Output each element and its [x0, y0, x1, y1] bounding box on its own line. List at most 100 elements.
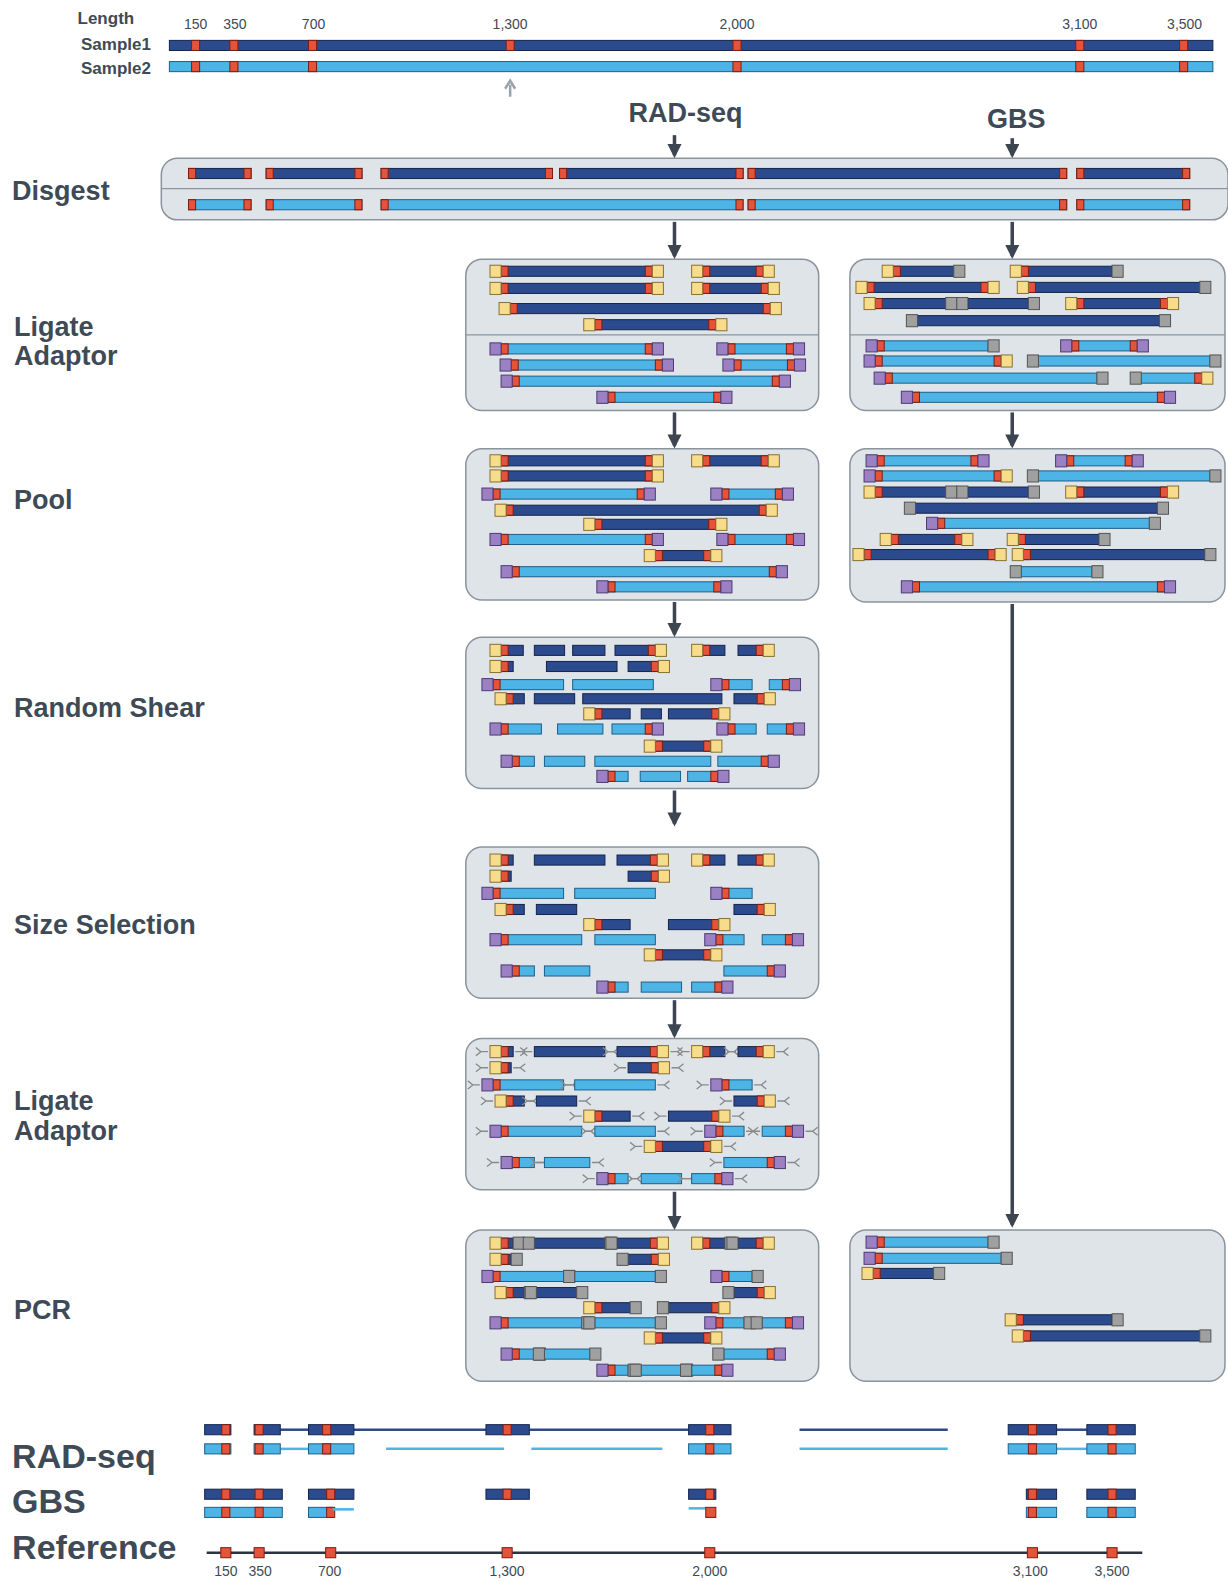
shape [617, 1238, 657, 1248]
shape [877, 341, 988, 351]
dna-fragment [874, 372, 1108, 384]
step-label: Ligate Adaptor [14, 1087, 174, 1146]
shape [756, 855, 763, 865]
shape [763, 854, 774, 866]
dna-fragment [901, 581, 1175, 593]
dna-fragment [678, 1046, 740, 1058]
shape [1028, 1489, 1036, 1499]
shape [722, 1080, 729, 1090]
shape [1097, 372, 1108, 384]
shape [266, 200, 273, 210]
step-panel [161, 158, 1228, 220]
shape [309, 62, 317, 72]
dna-fragment [583, 1173, 642, 1185]
shape [544, 966, 589, 976]
shape [738, 855, 763, 865]
read-block [1087, 1489, 1135, 1499]
dna-fragment [866, 340, 999, 352]
shape [782, 488, 793, 500]
shape [1018, 534, 1025, 544]
shape [501, 534, 508, 544]
shape [493, 1271, 564, 1281]
shape [734, 1288, 764, 1298]
shape [513, 1237, 524, 1249]
shape [493, 888, 564, 898]
shape [490, 1317, 501, 1329]
shape [692, 644, 703, 656]
dna-fragment [957, 297, 1040, 309]
read-block [1087, 1444, 1135, 1454]
shape [864, 470, 875, 482]
shape [1077, 298, 1084, 308]
shape [501, 1047, 513, 1057]
shape [1125, 456, 1132, 466]
shape [994, 471, 1001, 481]
shape [501, 471, 508, 481]
shape [641, 1365, 681, 1375]
shape [756, 1238, 763, 1248]
shape [1005, 1314, 1016, 1326]
dna-fragment [1077, 168, 1190, 178]
shape [595, 1318, 655, 1328]
shape [1108, 1507, 1116, 1517]
shape [877, 456, 884, 466]
shape [761, 756, 768, 766]
step-label: PCR [14, 1296, 71, 1326]
shape [692, 982, 722, 992]
shape [1028, 282, 1035, 292]
shape [1061, 340, 1072, 352]
shape [309, 1489, 354, 1499]
shape [1021, 266, 1112, 276]
dna-fragment [901, 391, 1175, 403]
shape [501, 1254, 511, 1264]
shape [501, 855, 508, 865]
shape [711, 550, 722, 562]
shape [648, 645, 655, 655]
shape [716, 1318, 744, 1328]
dna-fragment [927, 517, 1161, 529]
shape [995, 549, 1006, 561]
shape [722, 1173, 733, 1185]
dna-fragment [630, 1140, 736, 1152]
shape [501, 965, 512, 977]
shape [703, 266, 763, 276]
dna-fragment [534, 645, 564, 655]
shape [762, 935, 792, 945]
shape [490, 1062, 501, 1074]
step-panel [466, 1230, 819, 1381]
shape [536, 904, 576, 914]
shape [222, 1507, 230, 1517]
shape [500, 359, 511, 371]
shape [787, 360, 794, 370]
shape [1028, 1425, 1036, 1435]
dna-fragment [490, 343, 663, 355]
shape [584, 1302, 595, 1314]
dna-fragment [381, 168, 552, 178]
shape [1026, 1507, 1056, 1517]
shape [733, 62, 741, 72]
dna-fragment [864, 486, 957, 498]
dna-fragment [530, 1157, 604, 1167]
shape [789, 679, 800, 691]
shape [981, 282, 988, 292]
shape [705, 1317, 716, 1329]
shape [728, 724, 756, 734]
shape [711, 887, 722, 899]
shape [709, 320, 716, 330]
shape [501, 1254, 508, 1264]
dna-fragment [614, 1062, 684, 1074]
shape [595, 1303, 630, 1313]
shape [595, 1111, 602, 1121]
shape [595, 1126, 655, 1136]
shape [761, 456, 768, 466]
shape [544, 1157, 589, 1167]
dna-fragment [641, 982, 681, 992]
dna-fragment [681, 1364, 733, 1376]
shape [1028, 486, 1039, 498]
shape [651, 661, 658, 671]
step-panel [466, 847, 819, 998]
dna-fragment [717, 343, 805, 355]
shape [560, 168, 743, 178]
shape [738, 645, 763, 655]
shape [1087, 1507, 1135, 1517]
